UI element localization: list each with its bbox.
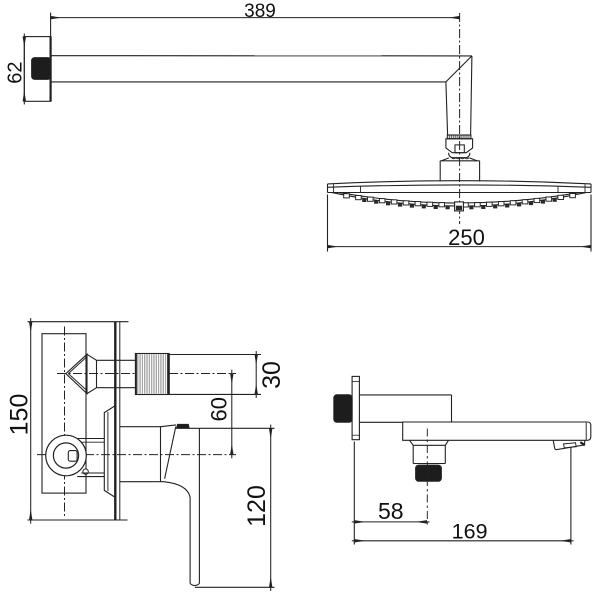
svg-text:169: 169 (452, 519, 488, 543)
svg-text:150: 150 (6, 394, 34, 436)
svg-text:62: 62 (5, 61, 27, 83)
svg-text:389: 389 (244, 1, 276, 22)
svg-text:250: 250 (448, 225, 485, 250)
svg-text:120: 120 (243, 485, 271, 527)
svg-text:58: 58 (378, 498, 404, 524)
svg-text:60: 60 (207, 397, 232, 421)
svg-text:30: 30 (258, 361, 286, 389)
